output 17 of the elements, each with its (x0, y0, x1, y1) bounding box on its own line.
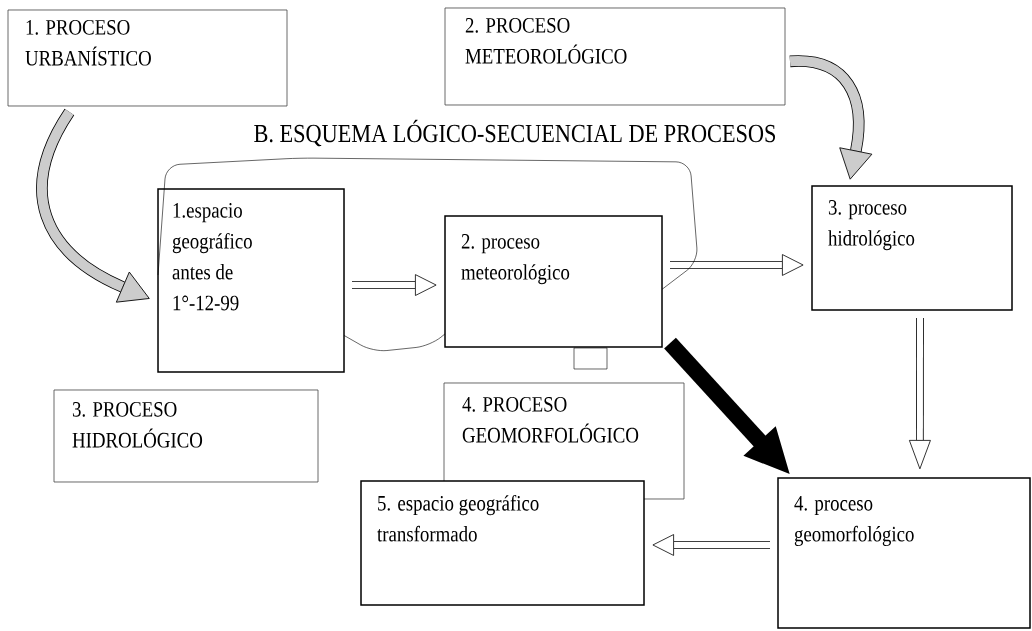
process-box: 3. proceso hidrológico (811, 185, 1013, 311)
process-box: 1. PROCESO URBANÍSTICO (7, 9, 288, 107)
diagram-title: B. ESQUEMA LÓGICO-SECUENCIAL DE PROCESOS (254, 119, 776, 147)
connector-line (157, 157, 698, 290)
process-box: 2. proceso meteorológico (444, 215, 663, 348)
connector-line (343, 333, 446, 351)
block-arrow (909, 318, 931, 470)
curved-arrow (36, 109, 150, 303)
block-arrow (652, 534, 770, 556)
curved-arrow (789, 55, 873, 180)
process-box: 2. PROCESO METEOROLÓGICO (444, 7, 786, 106)
block-arrow (670, 254, 804, 276)
process-box: 3. PROCESO HIDROLÓGICO (53, 389, 319, 483)
block-arrow (352, 274, 437, 296)
process-box: 5. espacio geográfico transformado (360, 480, 645, 606)
process-box: 1.espacio geográfico antes de 1°-12-99 (157, 188, 345, 373)
process-box: 4. proceso geomorfológico (777, 477, 1031, 629)
